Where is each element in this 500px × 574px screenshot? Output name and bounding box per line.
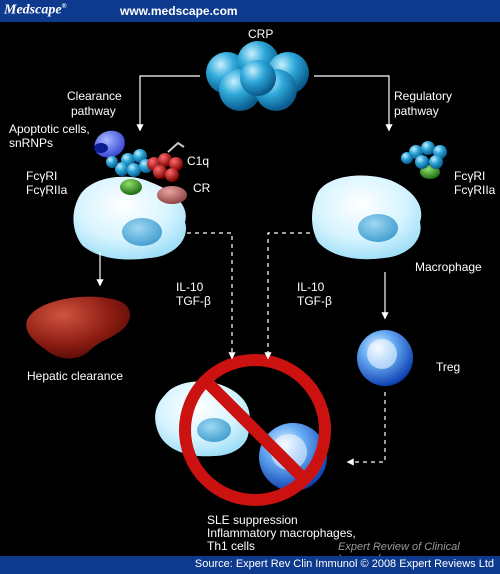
crp-label: CRP	[248, 27, 274, 41]
treg-cell	[357, 330, 413, 386]
treg-label: Treg	[436, 360, 461, 374]
apoptotic-cells-label: Apoptotic cells, snRNPs	[9, 122, 90, 150]
solid-arrows	[96, 252, 389, 320]
dashed-arrows	[187, 232, 386, 466]
crp-pathway-arrows	[136, 75, 393, 132]
right-macrophage	[312, 175, 422, 260]
site-url[interactable]: www.medscape.com	[120, 4, 238, 18]
left-cytokines-label: IL-10 TGF-β	[176, 280, 211, 308]
liver	[26, 296, 131, 359]
outcome-label: SLE suppression Inflammatory macrophages…	[207, 513, 356, 553]
footer-bar: Source: Expert Rev Clin Immunol © 2008 E…	[0, 556, 500, 574]
right-fc-receptors-label: FcγRI FcγRIIa	[454, 169, 496, 197]
regulatory-pathway-label: Regulatory pathway	[394, 89, 453, 118]
right-receptor-complex	[401, 141, 447, 179]
clearance-pathway-label: Clearance pathway	[67, 89, 122, 118]
source-citation: Source: Expert Rev Clin Immunol © 2008 E…	[194, 558, 494, 570]
macrophage-label: Macrophage	[415, 260, 482, 274]
apoptotic-cell	[94, 130, 125, 158]
crp-pentamer	[206, 41, 309, 111]
medscape-logo[interactable]: Medscape®	[4, 2, 67, 18]
header-bar: Medscape® www.medscape.com	[0, 0, 500, 22]
hepatic-clearance-label: Hepatic clearance	[27, 369, 124, 383]
left-fc-receptors-label: FcγRI FcγRIIa	[26, 169, 68, 197]
right-cytokines-label: IL-10 TGF-β	[297, 280, 332, 308]
left-receptor-complex	[106, 141, 187, 204]
prohibition-sign	[179, 354, 331, 506]
cr-label: CR	[193, 181, 211, 195]
c1q-label: C1q	[187, 154, 210, 168]
